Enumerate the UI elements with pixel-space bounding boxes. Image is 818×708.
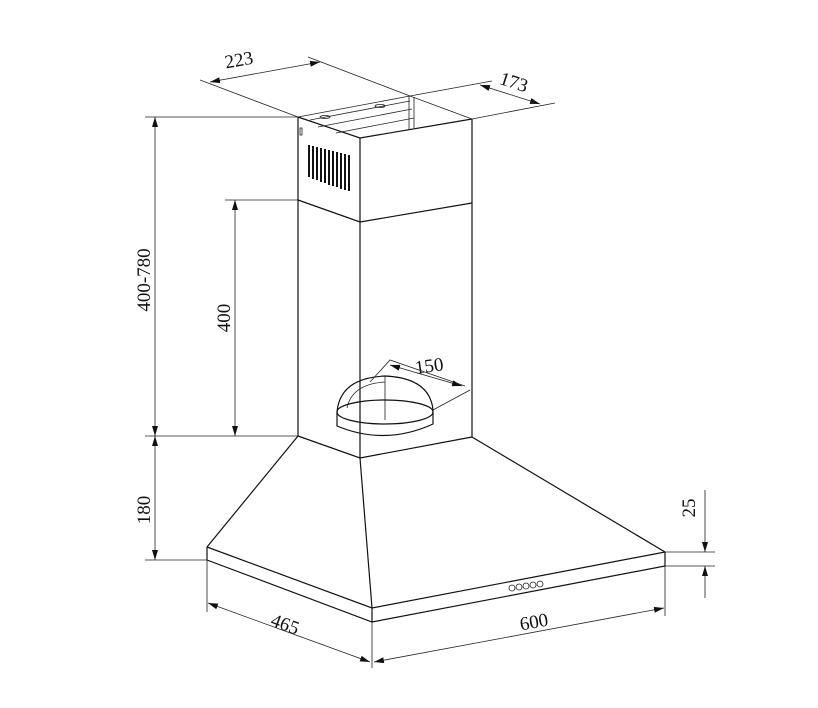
dim-label-223: 223 <box>223 48 255 74</box>
dim-hood-width: 600 <box>373 566 666 664</box>
dim-label-400: 400 <box>214 304 235 333</box>
canopy <box>206 435 666 623</box>
dim-band-height: 25 <box>665 490 715 598</box>
exhaust-duct <box>336 375 434 437</box>
dim-label-25: 25 <box>679 499 700 518</box>
dim-canopy-height: 180 <box>134 436 207 561</box>
dim-duct-diameter: 150 <box>369 354 471 411</box>
dim-chimney-depth: 173 <box>409 68 556 120</box>
dim-label-400-780: 400-780 <box>134 248 155 311</box>
dim-lower-chimney: 400 <box>214 199 298 436</box>
dim-label-600: 600 <box>518 610 550 636</box>
dim-hood-depth: 465 <box>206 560 373 668</box>
dim-label-173: 173 <box>497 68 531 97</box>
dim-label-180: 180 <box>134 496 155 525</box>
dim-chimney-width: 223 <box>199 48 411 118</box>
dim-chimney-height: 400-780 <box>134 116 298 437</box>
control-buttons <box>508 580 544 592</box>
vent-slots <box>308 145 350 191</box>
dim-label-150: 150 <box>414 354 445 379</box>
